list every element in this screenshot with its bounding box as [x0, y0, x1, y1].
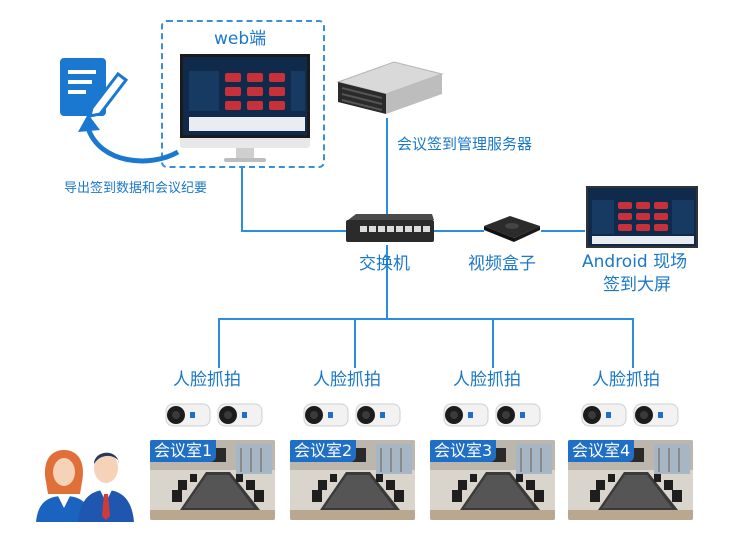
meeting-room-1: 会议室1 [150, 440, 275, 520]
line-box-to-android [541, 230, 585, 232]
camera-icon [217, 403, 263, 427]
people-icon [36, 450, 134, 522]
room-label: 会议室3 [430, 440, 497, 462]
camera-icon [165, 403, 211, 427]
room-label: 会议室2 [290, 440, 357, 462]
line-web-down [241, 168, 243, 232]
capture-label-3: 人脸抓拍 [453, 370, 521, 390]
room-label: 会议室1 [150, 440, 217, 462]
monitor [180, 54, 310, 166]
line-drop-4 [632, 318, 634, 368]
meeting-room-4: 会议室4 [568, 440, 693, 520]
capture-label-2: 人脸抓拍 [313, 370, 381, 390]
monitor-screen [180, 54, 310, 138]
web-label: web端 [214, 29, 267, 49]
camera-icon [303, 403, 349, 427]
meeting-room-2: 会议室2 [290, 440, 415, 520]
web-client-box [161, 20, 325, 168]
arrow-icon [78, 114, 180, 164]
camera-icon [495, 403, 541, 427]
line-switch-to-box [434, 230, 484, 232]
capture-label-4: 人脸抓拍 [592, 370, 660, 390]
line-drop-3 [492, 318, 494, 368]
server-icon [336, 61, 444, 114]
android-screen [586, 186, 698, 248]
switch-icon [346, 214, 434, 242]
video-box-label: 视频盒子 [468, 254, 536, 274]
line-drop-2 [354, 318, 356, 368]
meeting-room-3: 会议室3 [430, 440, 555, 520]
line-drop-1 [218, 318, 220, 368]
room-label: 会议室4 [568, 440, 635, 462]
line-bus [218, 318, 634, 320]
camera-icon [443, 403, 489, 427]
server-label: 会议签到管理服务器 [397, 135, 533, 153]
capture-label-1: 人脸抓拍 [173, 370, 241, 390]
android-label-line2: 签到大屏 [603, 275, 671, 295]
camera-icon [355, 403, 401, 427]
video-box-icon [484, 216, 540, 242]
camera-icon [633, 403, 679, 427]
switch-label: 交换机 [359, 254, 410, 274]
camera-icon [581, 403, 627, 427]
line-server-down [386, 118, 388, 218]
line-switch-down [386, 245, 388, 319]
export-label: 导出签到数据和会议纪要 [64, 181, 208, 196]
document-pen-icon [60, 58, 128, 118]
line-web-to-switch [241, 230, 347, 232]
android-label-line1: Android 现场 [582, 252, 688, 272]
